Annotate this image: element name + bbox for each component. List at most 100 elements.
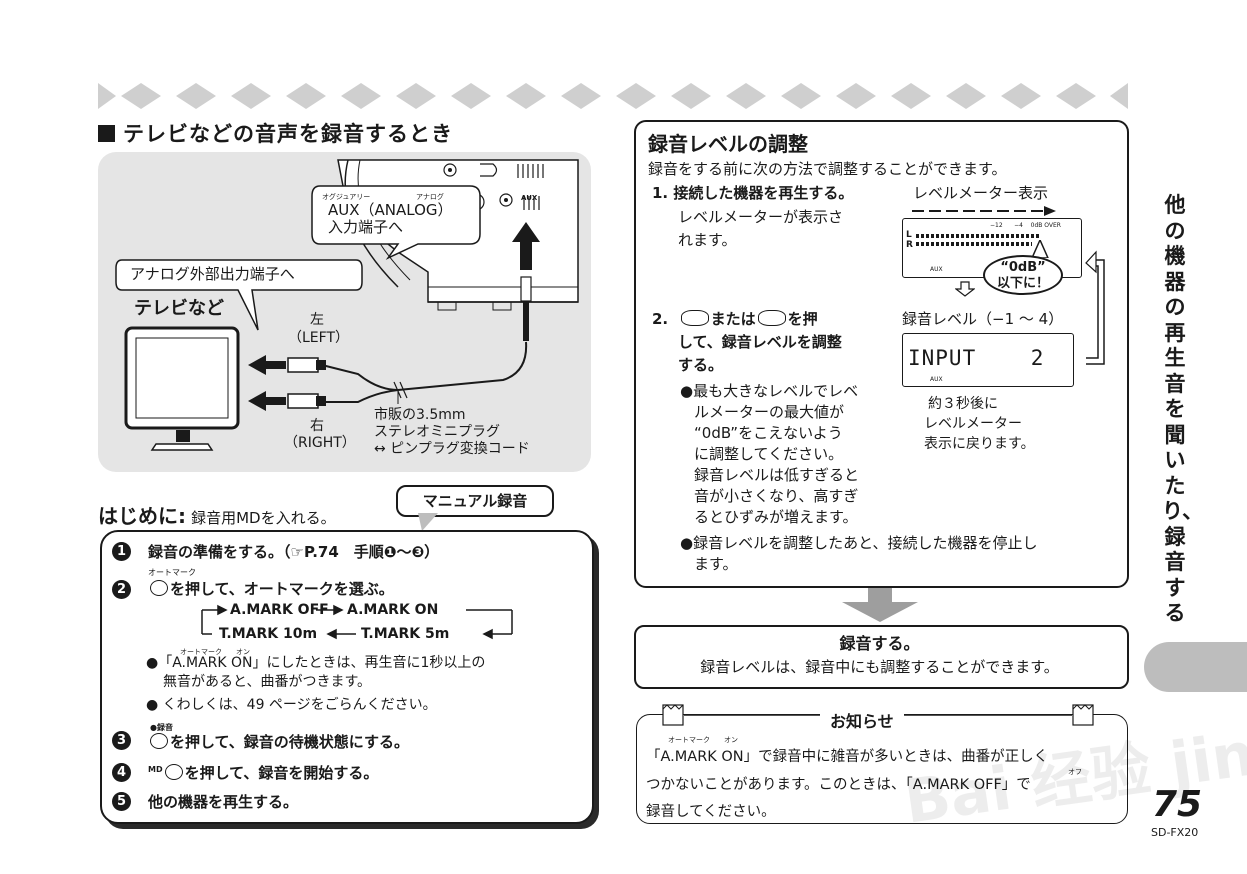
- aux-input-label-line2: 入力端子へ: [328, 218, 404, 236]
- bubble-pointer: [1031, 240, 1049, 258]
- after-3s-line-2: レベルメーター: [924, 416, 1022, 432]
- level-up-button-icon: [680, 310, 709, 326]
- badge-pointer: [418, 513, 438, 531]
- step-2-text: を押して、オートマークを選ぶ。: [170, 580, 394, 598]
- record-button-ruby: ●録音: [150, 723, 173, 732]
- meter-scale-0db: 0dB: [1030, 222, 1043, 229]
- cable-label-1: 市販の3.5mm: [374, 407, 466, 423]
- step-3-number: 3: [112, 731, 131, 750]
- level-step-2-press: を押: [787, 310, 818, 328]
- level-bullet-2-line-2: ます。: [694, 555, 738, 573]
- mark-option-on: A.MARK ON: [347, 602, 439, 618]
- chapter-side-tab: [1144, 642, 1247, 692]
- after-3s-line-3: 表示に戻ります。: [924, 436, 1035, 452]
- connection-illustration: オグジュアリー アナログ AUX（ANALOG） 入力端子へ AUX アナログ外…: [98, 152, 591, 472]
- step-5-number: 5: [112, 792, 131, 811]
- model-number: SD-FX20: [1151, 826, 1199, 839]
- left-channel-label: 左: [310, 312, 324, 328]
- mark-option-10m: T.MARK 10m: [219, 626, 318, 642]
- bubble-0db-value: “0dB”: [1000, 260, 1046, 275]
- 0db-bubble: “0dB”以下に！: [983, 255, 1063, 295]
- level-adjust-title: 録音レベルの調整: [648, 132, 808, 156]
- level-bullet-1-line-5: 録音レベルは低すぎると: [694, 466, 860, 484]
- step-4-number: 4: [112, 763, 131, 782]
- manual-recording-badge: マニュアル録音: [396, 485, 554, 517]
- meter-channel-r: R: [906, 240, 913, 250]
- connection-diagram: [98, 152, 591, 472]
- notice-ruby-2: オフ: [1068, 768, 1082, 776]
- intro-heading: はじめに:: [98, 504, 186, 528]
- page-number: 75: [1152, 784, 1203, 825]
- bubble-0db-text: 以下に！: [996, 276, 1049, 291]
- aux-jack-label: AUX: [521, 194, 538, 202]
- input-level-display: [902, 333, 1074, 387]
- tv-label: テレビなど: [134, 298, 224, 319]
- step-3-text: を押して、録音の待機状態にする。: [170, 733, 409, 751]
- bullet-1-line-1: ●「A.MARK ON」にしたときは、再生音に1秒以上の: [146, 655, 486, 671]
- notice-title: お知らせ: [820, 708, 904, 732]
- record-box: [634, 625, 1129, 689]
- aux-input-label: AUX（ANALOG）: [328, 201, 453, 219]
- level-bullet-1-line-4: に調整してください。: [694, 445, 844, 463]
- after-3s-line-1: 約３秒後に: [928, 396, 998, 412]
- left-channel-en: （LEFT）: [288, 330, 350, 346]
- step-1-number: 1: [112, 542, 131, 561]
- level-bullet-2-line-1: ●録音レベルを調整したあと、接続した機器を停止し: [680, 534, 1038, 552]
- step-4-text: を押して、録音を開始する。: [184, 764, 379, 782]
- level-step-1-line-2: レベルメーターが表示さ: [678, 208, 844, 226]
- level-down-button-icon: [757, 310, 786, 326]
- section-title-tv-recording: テレビなどの音声を録音するとき: [98, 118, 453, 148]
- level-range-caption: 録音レベル（−1 ～ 4）: [902, 310, 1064, 328]
- cable-label-2: ステレオミニプラグ: [374, 424, 500, 440]
- meter-scale-over: OVER: [1044, 222, 1061, 229]
- record-subtext: 録音レベルは、録音中にも調整することができます。: [700, 658, 1059, 676]
- diamond-border-strip: [98, 83, 1128, 109]
- level-step-2-line-3: する。: [678, 356, 724, 374]
- chapter-side-title: 他の機器の再生音を聞いたり、録音する: [1162, 193, 1204, 625]
- step-5-text: 他の機器を再生する。: [148, 793, 299, 811]
- level-step-1: 1. 接続した機器を再生する。: [652, 184, 854, 202]
- mark-option-5m: T.MARK 5m: [361, 626, 450, 642]
- meter-scale-12: −12: [990, 222, 1003, 229]
- level-step-2-line-2: して、録音レベルを調整: [678, 333, 842, 351]
- level-step-2-line-1: 2. または を押: [652, 308, 818, 330]
- return-loop-arrow: [1085, 250, 1105, 365]
- level-bullet-1-line-6: 音が小さくなり、高すぎ: [694, 487, 859, 505]
- md-prefix: MD: [148, 765, 163, 774]
- level-bullet-1-line-3: “0dB”をこえないよう: [694, 424, 843, 442]
- aux-ruby: オグジュアリー: [322, 193, 371, 201]
- notice-box: [636, 714, 1128, 824]
- hollow-down-arrow: [955, 281, 975, 297]
- right-channel-label: 右: [310, 418, 324, 434]
- automark-ruby: オートマーク: [148, 568, 196, 577]
- meter-caption: レベルメーター表示: [913, 184, 1049, 202]
- section-title-text: テレビなどの音声を録音するとき: [123, 122, 453, 146]
- notice-tape-right: [1072, 704, 1094, 726]
- notice-line-3: 録音してください。: [646, 804, 776, 820]
- record-title: 録音する。: [839, 634, 920, 653]
- level-bullet-1-line-1: ●最も大きなレベルでレベ: [680, 382, 859, 400]
- lcd-aux-indicator: AUX: [930, 376, 943, 383]
- meter-aux-indicator: AUX: [930, 266, 943, 273]
- mark-option-off: A.MARK OFF: [230, 602, 329, 618]
- flow-down-arrow: [842, 588, 918, 622]
- level-bullet-1-line-7: るとひずみが増えます。: [694, 508, 858, 526]
- bullet-2: ● くわしくは、49 ページをごらんください。: [146, 697, 437, 713]
- level-step-1-line-3: れます。: [678, 231, 737, 249]
- analog-ruby: アナログ: [416, 193, 444, 201]
- meter-scale-4: −4: [1014, 222, 1023, 229]
- play-pause-button-icon: [164, 764, 183, 780]
- level-step-2-num: 2.: [652, 310, 669, 328]
- analog-out-label: アナログ外部出力端子へ: [130, 265, 295, 283]
- level-bullet-1-line-2: ルメーターの最大値が: [694, 403, 845, 421]
- meter-channel-l: L: [906, 230, 912, 240]
- notice-line-1: 「A.MARK ON」で録音中に雑音が多いときは、曲番が正しく: [646, 749, 1049, 765]
- meter-segments: [916, 234, 1040, 246]
- intro-text: 録音用MDを入れる。: [191, 509, 336, 527]
- automark-button-icon: [150, 580, 168, 596]
- step-1-text: 録音の準備をする。（☞P.74 手順❶～❸）: [148, 543, 440, 561]
- level-step-2-or: または: [710, 310, 756, 328]
- cable-label-3: ↔ ピンプラグ変換コード: [374, 441, 530, 457]
- title-square-marker: [98, 125, 115, 142]
- record-button-icon: [150, 733, 168, 749]
